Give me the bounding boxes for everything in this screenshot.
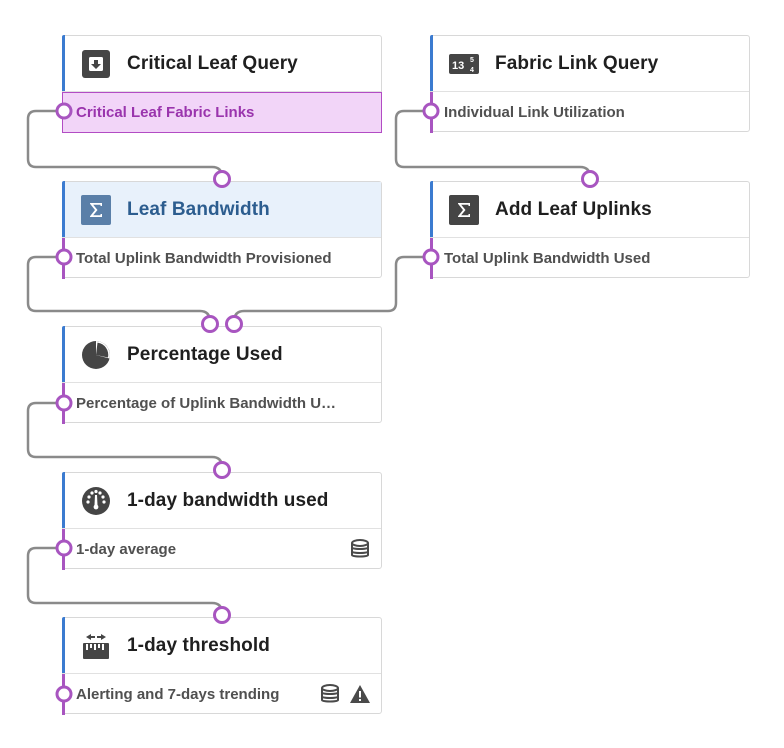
node-title: Fabric Link Query	[495, 52, 659, 74]
node-add-leaf-uplinks[interactable]: Add Leaf Uplinks Total Uplink Bandwidth …	[430, 181, 750, 279]
node-1day-threshold[interactable]: 1-day threshold Alerting and 7-days tren…	[62, 617, 382, 715]
output-label: 1-day average	[76, 541, 177, 558]
pie-chart-icon	[81, 340, 111, 370]
icon-digits: 13	[452, 60, 464, 72]
icon-subscript: 4	[470, 67, 474, 74]
icon-superscript: 5	[470, 57, 474, 64]
database-icon[interactable]	[349, 538, 371, 565]
sigma-icon	[449, 194, 479, 225]
node-header[interactable]: Critical Leaf Query	[63, 36, 381, 92]
accent-bar	[430, 181, 433, 237]
node-critical-leaf-query[interactable]: Critical Leaf Query Critical Leaf Fabric…	[62, 35, 382, 133]
node-fabric-link-query[interactable]: 13 5 4 Fabric Link Query Individual Link U…	[430, 35, 750, 133]
node-title: Percentage Used	[127, 343, 283, 365]
output-label: Total Uplink Bandwidth Used	[444, 250, 651, 267]
threshold-icon	[81, 631, 111, 661]
port-line	[430, 92, 433, 133]
node-header[interactable]: Add Leaf Uplinks	[431, 182, 749, 238]
node-header[interactable]: 1-day threshold	[63, 618, 381, 674]
output-label: Alerting and 7-days trending	[76, 686, 280, 703]
node-percentage-used[interactable]: Percentage Used Percentage of Uplink Ban…	[62, 326, 382, 424]
port-line	[430, 238, 433, 279]
database-icon[interactable]	[319, 683, 341, 710]
output-label: Total Uplink Bandwidth Provisioned	[76, 250, 332, 267]
port-line	[62, 674, 65, 715]
wire-leaf-bandwidth-to-percentage	[26, 255, 212, 324]
output-port-row[interactable]: Individual Link Utilization	[430, 92, 749, 133]
node-title: Leaf Bandwidth	[127, 198, 270, 220]
sigma-icon	[81, 194, 111, 225]
number-grid-icon: 13 5 4	[449, 49, 479, 79]
node-title: 1-day threshold	[127, 634, 270, 656]
node-title: Critical Leaf Query	[127, 52, 298, 74]
output-label: Percentage of Uplink Bandwidth U…	[76, 395, 337, 412]
node-title: 1-day bandwidth used	[127, 489, 329, 511]
wire-critical-to-leaf-bandwidth	[26, 109, 224, 179]
node-header[interactable]: 13 5 4 Fabric Link Query	[431, 36, 749, 92]
wire-1day-bandwidth-to-threshold	[26, 546, 224, 615]
warning-icon[interactable]	[349, 683, 371, 710]
node-header[interactable]: 1-day bandwidth used	[63, 473, 381, 529]
accent-bar	[62, 472, 65, 528]
accent-bar	[62, 617, 65, 673]
accent-bar	[62, 181, 65, 237]
output-label: Critical Leaf Fabric Links	[76, 104, 255, 121]
accent-bar	[62, 35, 65, 91]
node-title: Add Leaf Uplinks	[495, 198, 652, 220]
download-box-icon	[81, 49, 111, 79]
gauge-icon	[81, 486, 111, 516]
output-port-row[interactable]: Total Uplink Bandwidth Used	[430, 238, 749, 279]
wire-add-uplinks-to-percentage	[232, 255, 433, 324]
port-line	[62, 238, 65, 279]
node-1day-bandwidth-used[interactable]: 1-day bandwidth used 1-day average	[62, 472, 382, 570]
output-port-row[interactable]: Critical Leaf Fabric Links	[62, 92, 382, 133]
accent-bar	[62, 326, 65, 382]
accent-bar	[430, 35, 433, 91]
output-port-row[interactable]: Percentage of Uplink Bandwidth U…	[62, 383, 381, 424]
output-label: Individual Link Utilization	[444, 104, 625, 121]
wire-fabric-to-add-uplinks	[394, 109, 592, 179]
output-port-row[interactable]: 1-day average	[62, 529, 381, 570]
port-line	[62, 529, 65, 570]
output-port-row[interactable]: Total Uplink Bandwidth Provisioned	[62, 238, 381, 279]
node-leaf-bandwidth[interactable]: Leaf Bandwidth Total Uplink Bandwidth Pr…	[62, 181, 382, 279]
port-line	[62, 383, 65, 424]
output-port-row[interactable]: Alerting and 7-days trending	[62, 674, 381, 715]
node-header[interactable]: Percentage Used	[63, 327, 381, 383]
wire-percentage-to-1day-bandwidth	[26, 401, 224, 469]
node-header[interactable]: Leaf Bandwidth	[63, 182, 381, 238]
